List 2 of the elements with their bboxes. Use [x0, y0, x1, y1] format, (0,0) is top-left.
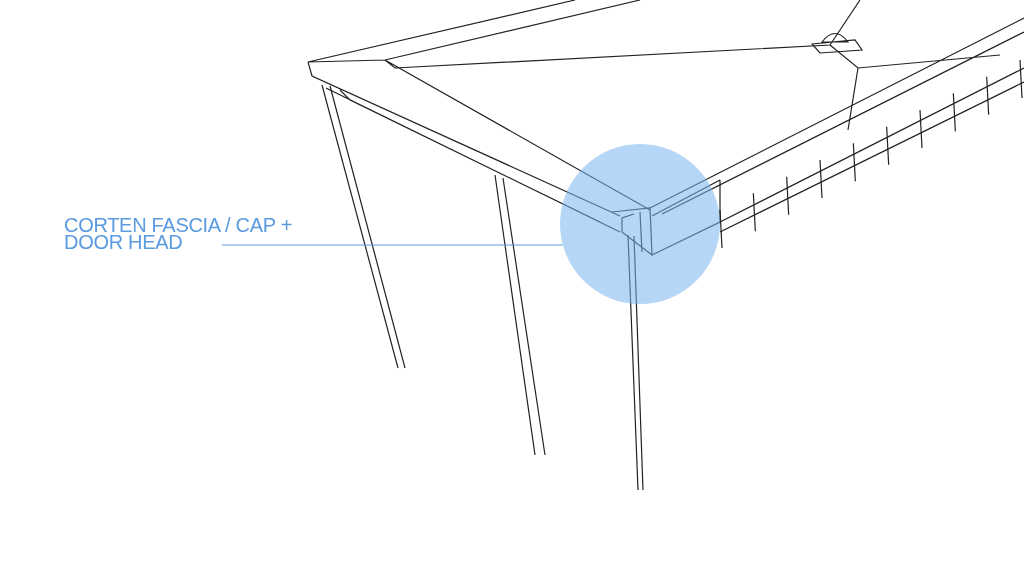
callout-label: CORTEN FASCIA / CAP + DOOR HEAD: [64, 217, 304, 257]
leader-line: [221, 244, 564, 246]
